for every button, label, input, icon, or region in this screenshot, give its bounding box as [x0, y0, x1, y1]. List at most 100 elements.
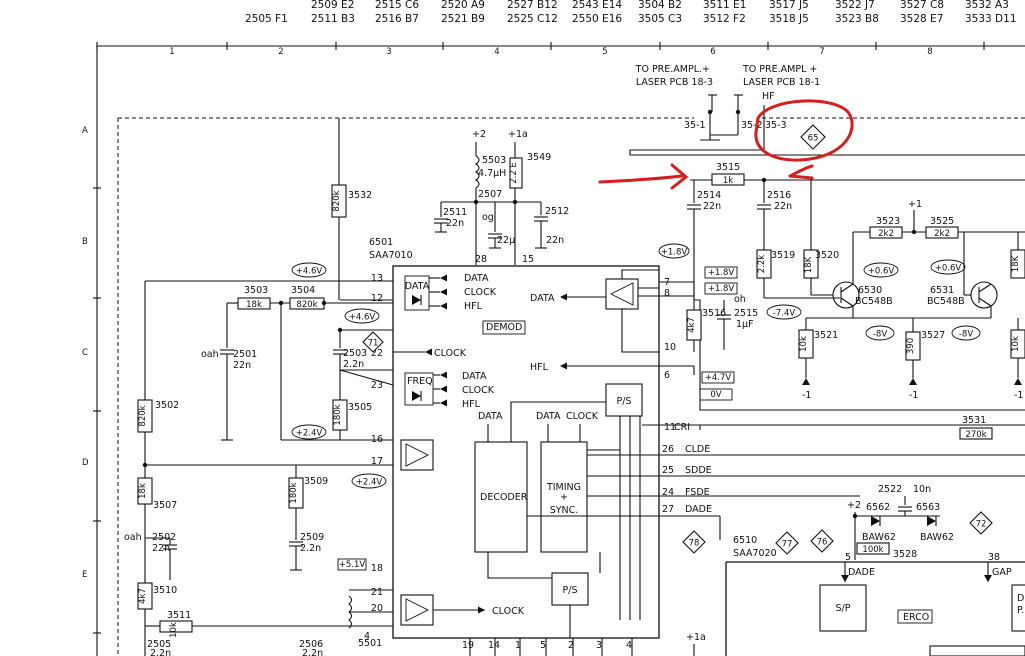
value-3523: 2k2 — [878, 229, 894, 239]
label-2515: 2515 — [734, 308, 758, 319]
tag-77: 77 — [782, 540, 793, 550]
voltage-plus0.6v-a-oval — [863, 262, 899, 278]
label-3516: 3516 — [702, 308, 726, 319]
bottom-box-partial — [929, 645, 1025, 656]
value-3525: 2k2 — [934, 229, 950, 239]
decoder-box — [474, 441, 528, 553]
voltage-plus1.8v-b: +1.8V — [708, 268, 735, 278]
value-3516: 4k7 — [687, 317, 697, 333]
ref-3518-j5: 3518 J5 — [769, 13, 809, 25]
label-5503: 5503 — [482, 155, 506, 166]
sp-box — [819, 584, 867, 632]
label-3505: 3505 — [348, 402, 372, 413]
value-2511: 22n — [446, 218, 464, 229]
voltage-plus5.1v-box — [337, 558, 367, 571]
label-3528: 3528 — [893, 549, 917, 560]
voltage-plus1.8v-b-box — [704, 266, 738, 279]
resistor-3528-body — [856, 542, 890, 555]
sig-fsde: FSDE — [685, 487, 710, 498]
tag-77-diamond — [775, 531, 799, 555]
demod-box — [482, 320, 526, 335]
voltage-plus0.6v-a: +0.6V — [868, 267, 895, 277]
voltage-plus4.6v-b: +4.6V — [349, 313, 376, 323]
label-3521: 3521 — [814, 330, 838, 341]
label-2514: 2514 — [697, 190, 721, 201]
voltage-plus2.4v-b: +2.4V — [356, 478, 383, 488]
buffer-triangle — [405, 598, 430, 622]
ref-3517-j5: 3517 J5 — [769, 0, 809, 11]
hf-line — [629, 125, 1025, 156]
tag-76: 76 — [817, 538, 828, 548]
tag-71: 71 — [368, 339, 379, 349]
wire — [621, 269, 659, 279]
label-6562: 6562 — [866, 502, 890, 513]
label-3523: 3523 — [876, 216, 900, 227]
ref-2543-e14: 2543 E14 — [572, 0, 622, 11]
label-6563: 6563 — [916, 502, 940, 513]
value-2506: 2.2n — [302, 648, 323, 656]
column-label-1: 1 — [169, 47, 174, 57]
value-22u: 22μ — [497, 235, 515, 246]
transistor-body — [970, 281, 998, 309]
label-2505: 2505 — [147, 639, 171, 650]
pin-18: 18 — [371, 563, 383, 574]
wire — [487, 552, 552, 579]
diode-symbol — [412, 391, 421, 401]
label-clock-1: CLOCK — [464, 287, 497, 298]
pin-8: 8 — [664, 288, 670, 299]
label-clock-2: CLOCK — [434, 348, 467, 359]
voltage-0v: 0V — [710, 390, 721, 400]
label-2503: 2503 — [343, 348, 367, 359]
voltage-0v-box — [699, 388, 733, 401]
value-5503: 4.7μH — [478, 168, 506, 179]
d-box-partial — [1011, 584, 1025, 632]
row-label-d: D — [82, 458, 89, 468]
pin-10: 10 — [664, 342, 676, 353]
label-oh: oh — [734, 294, 746, 305]
arrow-symbol — [841, 575, 849, 582]
label-3507: 3507 — [153, 500, 177, 511]
pin-20: 20 — [371, 603, 383, 614]
pin-12: 12 — [371, 293, 383, 304]
voltage-plus5.1v: +5.1V — [339, 560, 366, 570]
label-3515: 3515 — [716, 162, 740, 173]
voltage-plus4.6v-a: +4.6V — [296, 267, 323, 277]
voltage-minus8v-a-oval — [865, 325, 895, 341]
label-3531: 3531 — [962, 415, 986, 426]
voltage-minus8v-b-oval — [951, 325, 981, 341]
tag-72: 72 — [976, 520, 987, 530]
label-oah-1: oah — [201, 349, 219, 360]
voltage-plus1a-bottom: +1a — [686, 632, 706, 643]
junction-dot — [512, 199, 518, 205]
label-data-3: DATA — [462, 371, 487, 382]
pin-2: 2 — [568, 640, 574, 651]
ref-3511-e1: 3511 E1 — [703, 0, 746, 11]
ref-2515-c6: 2515 C6 — [375, 0, 419, 11]
arrow-symbol — [440, 371, 447, 379]
voltage-plus0.6v-b: +0.6V — [935, 264, 962, 274]
label-data-2: DATA — [530, 293, 555, 304]
column-label-7: 7 — [819, 47, 824, 57]
inductor-5503 — [475, 155, 480, 189]
pin-1: 1 — [515, 640, 521, 651]
label-3549: 3549 — [527, 152, 551, 163]
voltage-plus4.6v-a-oval — [291, 262, 327, 278]
voltage-plus1.8v-a-oval — [658, 243, 690, 259]
erco-box — [897, 609, 933, 624]
arrow-symbol — [560, 362, 567, 370]
ref-2505-f1: 2505 F1 — [245, 13, 288, 25]
resistor-3549-body — [509, 157, 523, 189]
label-3502: 3502 — [155, 400, 179, 411]
diode-symbol — [927, 516, 936, 526]
value-3505: 180k — [333, 404, 343, 425]
label-hfl-3: HFL — [462, 399, 481, 410]
label-demod: DEMOD — [486, 322, 522, 333]
label-oah-2: oah — [124, 532, 142, 543]
pin-28: 28 — [475, 254, 487, 265]
label-3532: 3532 — [348, 190, 372, 201]
tag-71-diamond — [362, 331, 384, 353]
row-label-b: B — [82, 237, 88, 247]
red-circle — [754, 99, 854, 162]
column-label-2: 2 — [278, 47, 283, 57]
